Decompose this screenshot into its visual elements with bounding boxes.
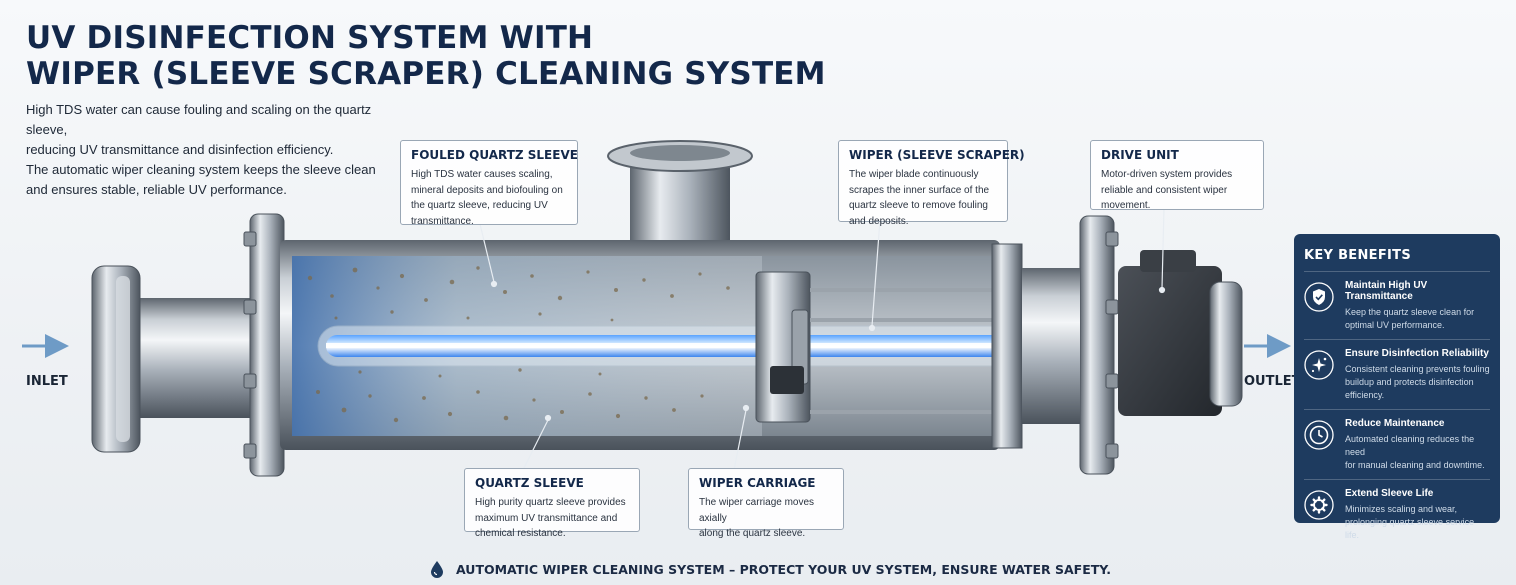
benefit-title: Ensure Disinfection Reliability <box>1345 348 1489 359</box>
callout-body: High purity quartz sleeve provides maxim… <box>475 495 629 542</box>
benefit-title: Maintain High UV Transmittance <box>1345 280 1428 302</box>
water-drop-icon <box>431 561 443 578</box>
callout-title: QUARTZ SLEEVE <box>475 476 584 490</box>
callout-title: FOULED QUARTZ SLEEVE <box>411 148 578 162</box>
benefit-desc-line: Automated cleaning reduces the need <box>1345 434 1475 457</box>
callout-body: The wiper carriage moves axially along t… <box>699 495 833 542</box>
left-end-flange <box>249 213 285 477</box>
page-title: UV DISINFECTION SYSTEM WITH WIPER (SLEEV… <box>26 20 826 92</box>
intro-line-1: High TDS water can cause fouling and sca… <box>26 102 372 137</box>
title-line-2: WIPER (SLEEVE SCRAPER) CLEANING SYSTEM <box>26 56 826 92</box>
intro-line-2: reducing UV transmittance and disinfecti… <box>26 142 334 157</box>
callout-title: WIPER (SLEEVE SCRAPER) <box>849 148 1025 162</box>
callout-line: transmittance. <box>411 215 474 227</box>
callout-title: WIPER CARRIAGE <box>699 476 816 490</box>
callout-line: The wiper carriage moves axially <box>699 497 815 524</box>
benefit-title: Reduce Maintenance <box>1345 418 1445 429</box>
benefit-desc-line: buildup and protects disinfection <box>1345 377 1474 387</box>
intro-text: High TDS water can cause fouling and sca… <box>26 100 406 200</box>
benefit-desc-line: optimal UV performance. <box>1345 320 1445 330</box>
benefit-desc: Automated cleaning reduces the need for … <box>1345 433 1490 472</box>
footer-tagline: AUTOMATIC WIPER CLEANING SYSTEM – PROTEC… <box>430 560 1111 578</box>
benefit-desc: Minimizes scaling and wear, prolonging q… <box>1345 503 1490 542</box>
callout-wiper-sleeve-scraper: WIPER (SLEEVE SCRAPER) The wiper blade c… <box>838 140 1025 227</box>
callout-body: The wiper blade continuously scrapes the… <box>849 167 997 229</box>
callout-fouled-quartz-sleeve: FOULED QUARTZ SLEEVE High TDS water caus… <box>400 140 578 227</box>
drive-motor <box>1118 266 1222 416</box>
callout-line: reliable and consistent wiper <box>1101 184 1228 196</box>
benefit-desc-line: Consistent cleaning prevents fouling <box>1345 364 1490 374</box>
callout-drive-unit: DRIVE UNIT Motor-driven system provides … <box>1090 140 1264 211</box>
benefit-desc: Keep the quartz sleeve clean for optimal… <box>1345 306 1490 332</box>
callout-line: High TDS water causes scaling, <box>411 169 553 180</box>
footer-text: AUTOMATIC WIPER CLEANING SYSTEM – PROTEC… <box>456 561 1111 577</box>
title-line-1: UV DISINFECTION SYSTEM WITH <box>26 20 594 56</box>
callout-body: High TDS water causes scaling, mineral d… <box>411 167 567 229</box>
callout-line: scrapes the inner surface of the <box>849 184 990 196</box>
intro-line-4: and ensures stable, reliable UV performa… <box>26 182 287 197</box>
benefit-desc-line: for manual cleaning and downtime. <box>1345 460 1485 470</box>
callout-line: movement. <box>1101 200 1151 211</box>
inlet-label: INLET <box>26 374 68 389</box>
callout-line: and deposits. <box>849 215 909 227</box>
drive-housing <box>991 243 1023 449</box>
callout-line: maximum UV transmittance and <box>475 512 618 524</box>
callout-line: chemical resistance. <box>475 528 566 539</box>
benefit-desc-line: Keep the quartz sleeve clean for <box>1345 307 1475 317</box>
benefit-desc: Consistent cleaning prevents fouling bui… <box>1345 363 1490 402</box>
fouling-deposits <box>307 266 730 423</box>
key-benefits-title: KEY BENEFITS <box>1304 248 1411 263</box>
benefit-item: Ensure Disinfection Reliability Consiste… <box>1304 339 1490 409</box>
callout-wiper-carriage: WIPER CARRIAGE The wiper carriage moves … <box>688 468 844 539</box>
benefit-item: Maintain High UV Transmittance Keep the … <box>1304 271 1490 339</box>
benefit-title: Extend Sleeve Life <box>1345 488 1434 499</box>
shield-check-icon <box>1304 282 1334 312</box>
callout-line: along the quartz sleeve. <box>699 528 806 539</box>
intro-line-3: The automatic wiper cleaning system keep… <box>26 162 376 177</box>
callout-title: DRIVE UNIT <box>1101 148 1179 162</box>
outlet-label: OUTLET <box>1244 374 1301 389</box>
callout-quartz-sleeve: QUARTZ SLEEVE High purity quartz sleeve … <box>464 468 640 539</box>
gear-icon <box>1304 490 1334 520</box>
clock-icon <box>1304 420 1334 450</box>
key-benefits-panel: KEY BENEFITS Maintain High UV Transmitta… <box>1294 234 1500 540</box>
callout-line: the quartz sleeve, reducing UV <box>411 200 548 211</box>
callout-line: High purity quartz sleeve provides <box>475 497 626 508</box>
callout-line: Motor-driven system provides <box>1101 169 1233 180</box>
wiper-motor-block <box>770 366 804 394</box>
benefit-desc-line: efficiency. <box>1345 390 1385 400</box>
callout-line: mineral deposits and biofouling on <box>411 184 563 196</box>
benefit-desc-line: Minimizes scaling and wear, <box>1345 504 1458 514</box>
benefit-desc-line: prolonging quartz sleeve service life. <box>1345 517 1475 540</box>
callout-body: Motor-driven system provides reliable an… <box>1101 167 1253 214</box>
benefit-item: Extend Sleeve Life Minimizes scaling and… <box>1304 479 1490 549</box>
benefit-item: Reduce Maintenance Automated cleaning re… <box>1304 409 1490 479</box>
right-end-flange <box>1079 215 1115 475</box>
outlet-flange <box>1209 281 1243 407</box>
inlet-pipe <box>140 298 260 418</box>
callout-line: quartz sleeve to remove fouling <box>849 200 988 211</box>
top-outlet-pipe <box>630 160 730 252</box>
sparkle-icon <box>1304 350 1334 380</box>
callout-line: The wiper blade continuously <box>849 169 979 180</box>
